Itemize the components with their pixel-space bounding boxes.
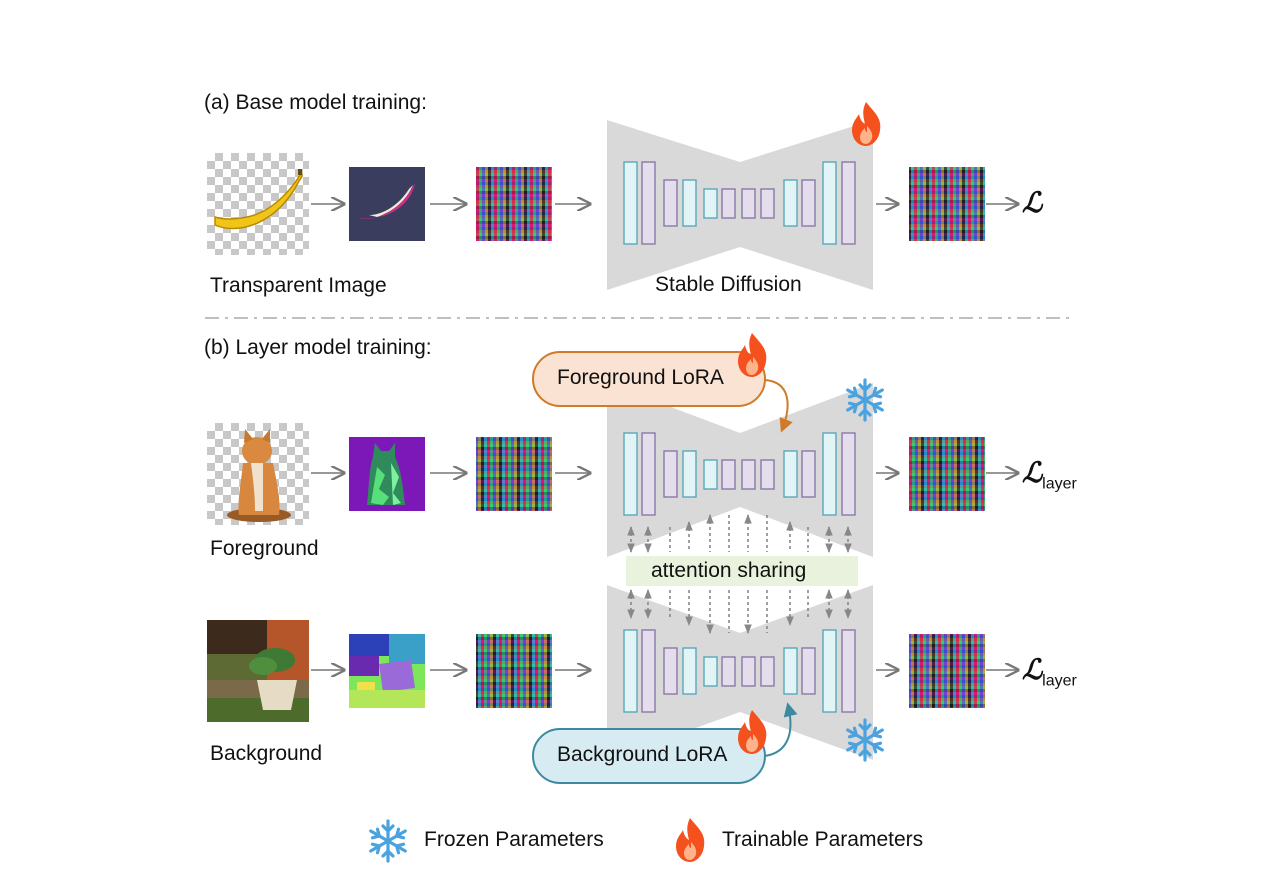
unet-a	[607, 120, 873, 290]
attention-sharing-label: attention sharing	[651, 559, 807, 582]
unet-bg-blocks	[623, 629, 856, 713]
loss-layer-bg: ℒlayer	[1022, 653, 1077, 690]
noise-output-image	[909, 634, 985, 708]
plant-latent-image	[349, 634, 425, 708]
legend-trainable-label: Trainable Parameters	[722, 828, 924, 851]
unet-fg	[607, 383, 873, 557]
noise-output-image	[909, 437, 985, 511]
background-label: Background	[210, 742, 323, 765]
section-a-title: (a) Base model training:	[204, 91, 427, 114]
legend-frozen-label: Frozen Parameters	[424, 828, 604, 851]
cat-latent-image	[349, 437, 425, 511]
banana-latent-image	[349, 167, 425, 241]
unet-bg	[607, 585, 873, 760]
flame-icon	[738, 333, 767, 377]
noise-image	[476, 437, 552, 511]
foreground-label: Foreground	[210, 537, 319, 560]
banana-image	[207, 153, 309, 255]
flame-icon	[676, 818, 705, 862]
attention-sharing-box	[626, 556, 858, 586]
noise-image	[476, 634, 552, 708]
stable-diffusion-label: Stable Diffusion	[655, 273, 802, 296]
noise-output-image	[909, 167, 985, 241]
cat-image	[207, 423, 309, 525]
loss-symbol: ℒ	[1022, 186, 1043, 219]
attention-arrows	[627, 514, 852, 634]
noise-image	[476, 167, 552, 241]
snowflake-icon	[369, 819, 407, 863]
bg-lora-label: Background LoRA	[557, 743, 728, 766]
fg-lora-label: Foreground LoRA	[557, 366, 724, 389]
section-b-title: (b) Layer model training:	[204, 336, 432, 359]
transparent-image-label: Transparent Image	[210, 274, 387, 297]
unet-a-blocks	[623, 161, 856, 245]
loss-layer-fg: ℒlayer	[1022, 456, 1077, 493]
flame-icon	[852, 102, 881, 146]
fg-lora-box	[532, 351, 766, 407]
unet-fg-blocks	[623, 432, 856, 516]
plant-image	[207, 620, 309, 722]
